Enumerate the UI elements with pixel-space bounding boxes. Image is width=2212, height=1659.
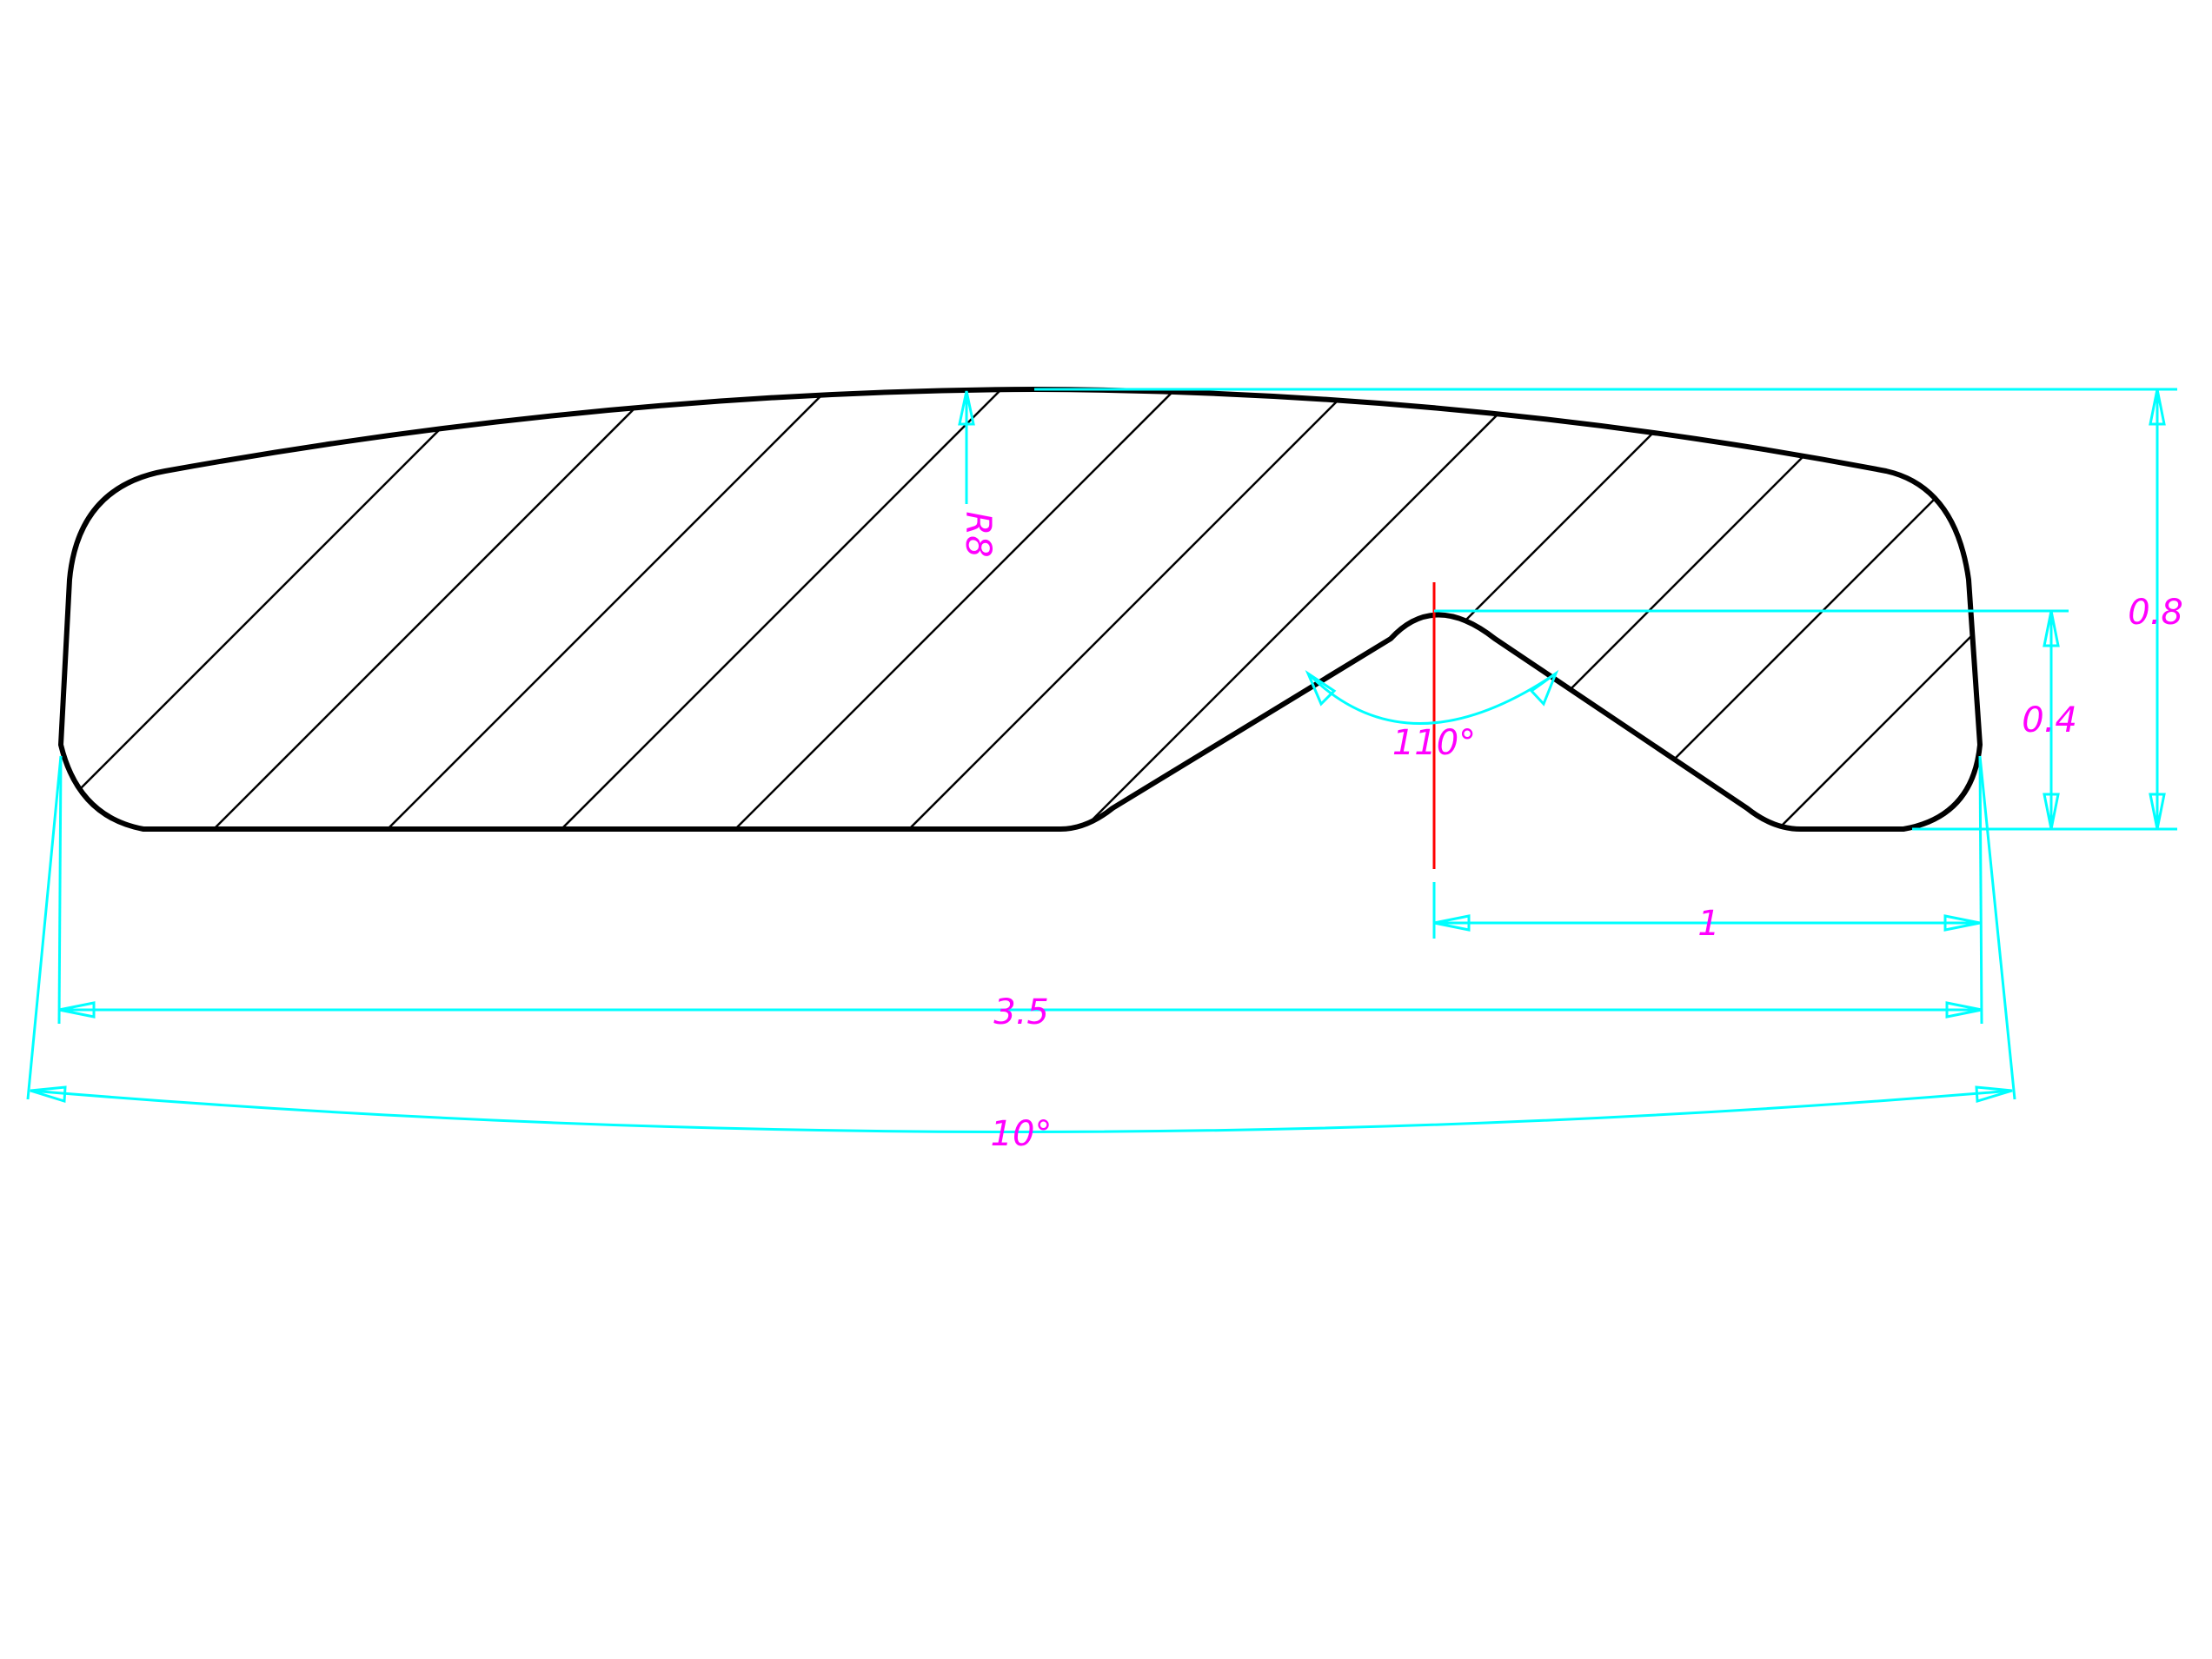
- angle-arc: [1306, 672, 1557, 725]
- dimension-lines: [26, 388, 2177, 1133]
- arrowhead: [1305, 669, 1337, 707]
- arrowhead: [958, 390, 975, 426]
- arrowhead: [1945, 1001, 1983, 1019]
- arrowhead: [58, 1001, 96, 1019]
- arrowhead: [2043, 793, 2060, 830]
- arrowhead: [30, 1085, 67, 1103]
- profile-outline: [58, 387, 1983, 832]
- extension-line: [26, 755, 63, 1100]
- extension-line: [1978, 755, 2016, 1100]
- arrowhead: [1975, 1085, 2013, 1103]
- arrowhead: [1433, 914, 1471, 932]
- extension-line: [57, 755, 63, 1025]
- groove-offset-label: 1: [1697, 904, 1719, 944]
- extension-line: [1978, 755, 1983, 1025]
- total-height-label: 0.8: [2128, 593, 2183, 633]
- arrowhead: [2043, 610, 2060, 647]
- arrowhead: [1943, 914, 1981, 932]
- taper-angle-arc: [30, 1089, 2013, 1133]
- arrowhead: [2149, 388, 2166, 426]
- groove-depth-label: 0.4: [2022, 700, 2077, 740]
- taper-angle-label: 10°: [991, 1114, 1053, 1154]
- dimension-labels: R8 0.8 0.4 110° 1 3.5 10°: [958, 511, 2183, 1154]
- overall-width-label: 3.5: [993, 992, 1049, 1032]
- groove-angle-label: 110°: [1392, 723, 1476, 763]
- arrowhead: [2149, 793, 2166, 830]
- radius-label: R8: [958, 511, 998, 557]
- arrowhead: [1529, 669, 1559, 707]
